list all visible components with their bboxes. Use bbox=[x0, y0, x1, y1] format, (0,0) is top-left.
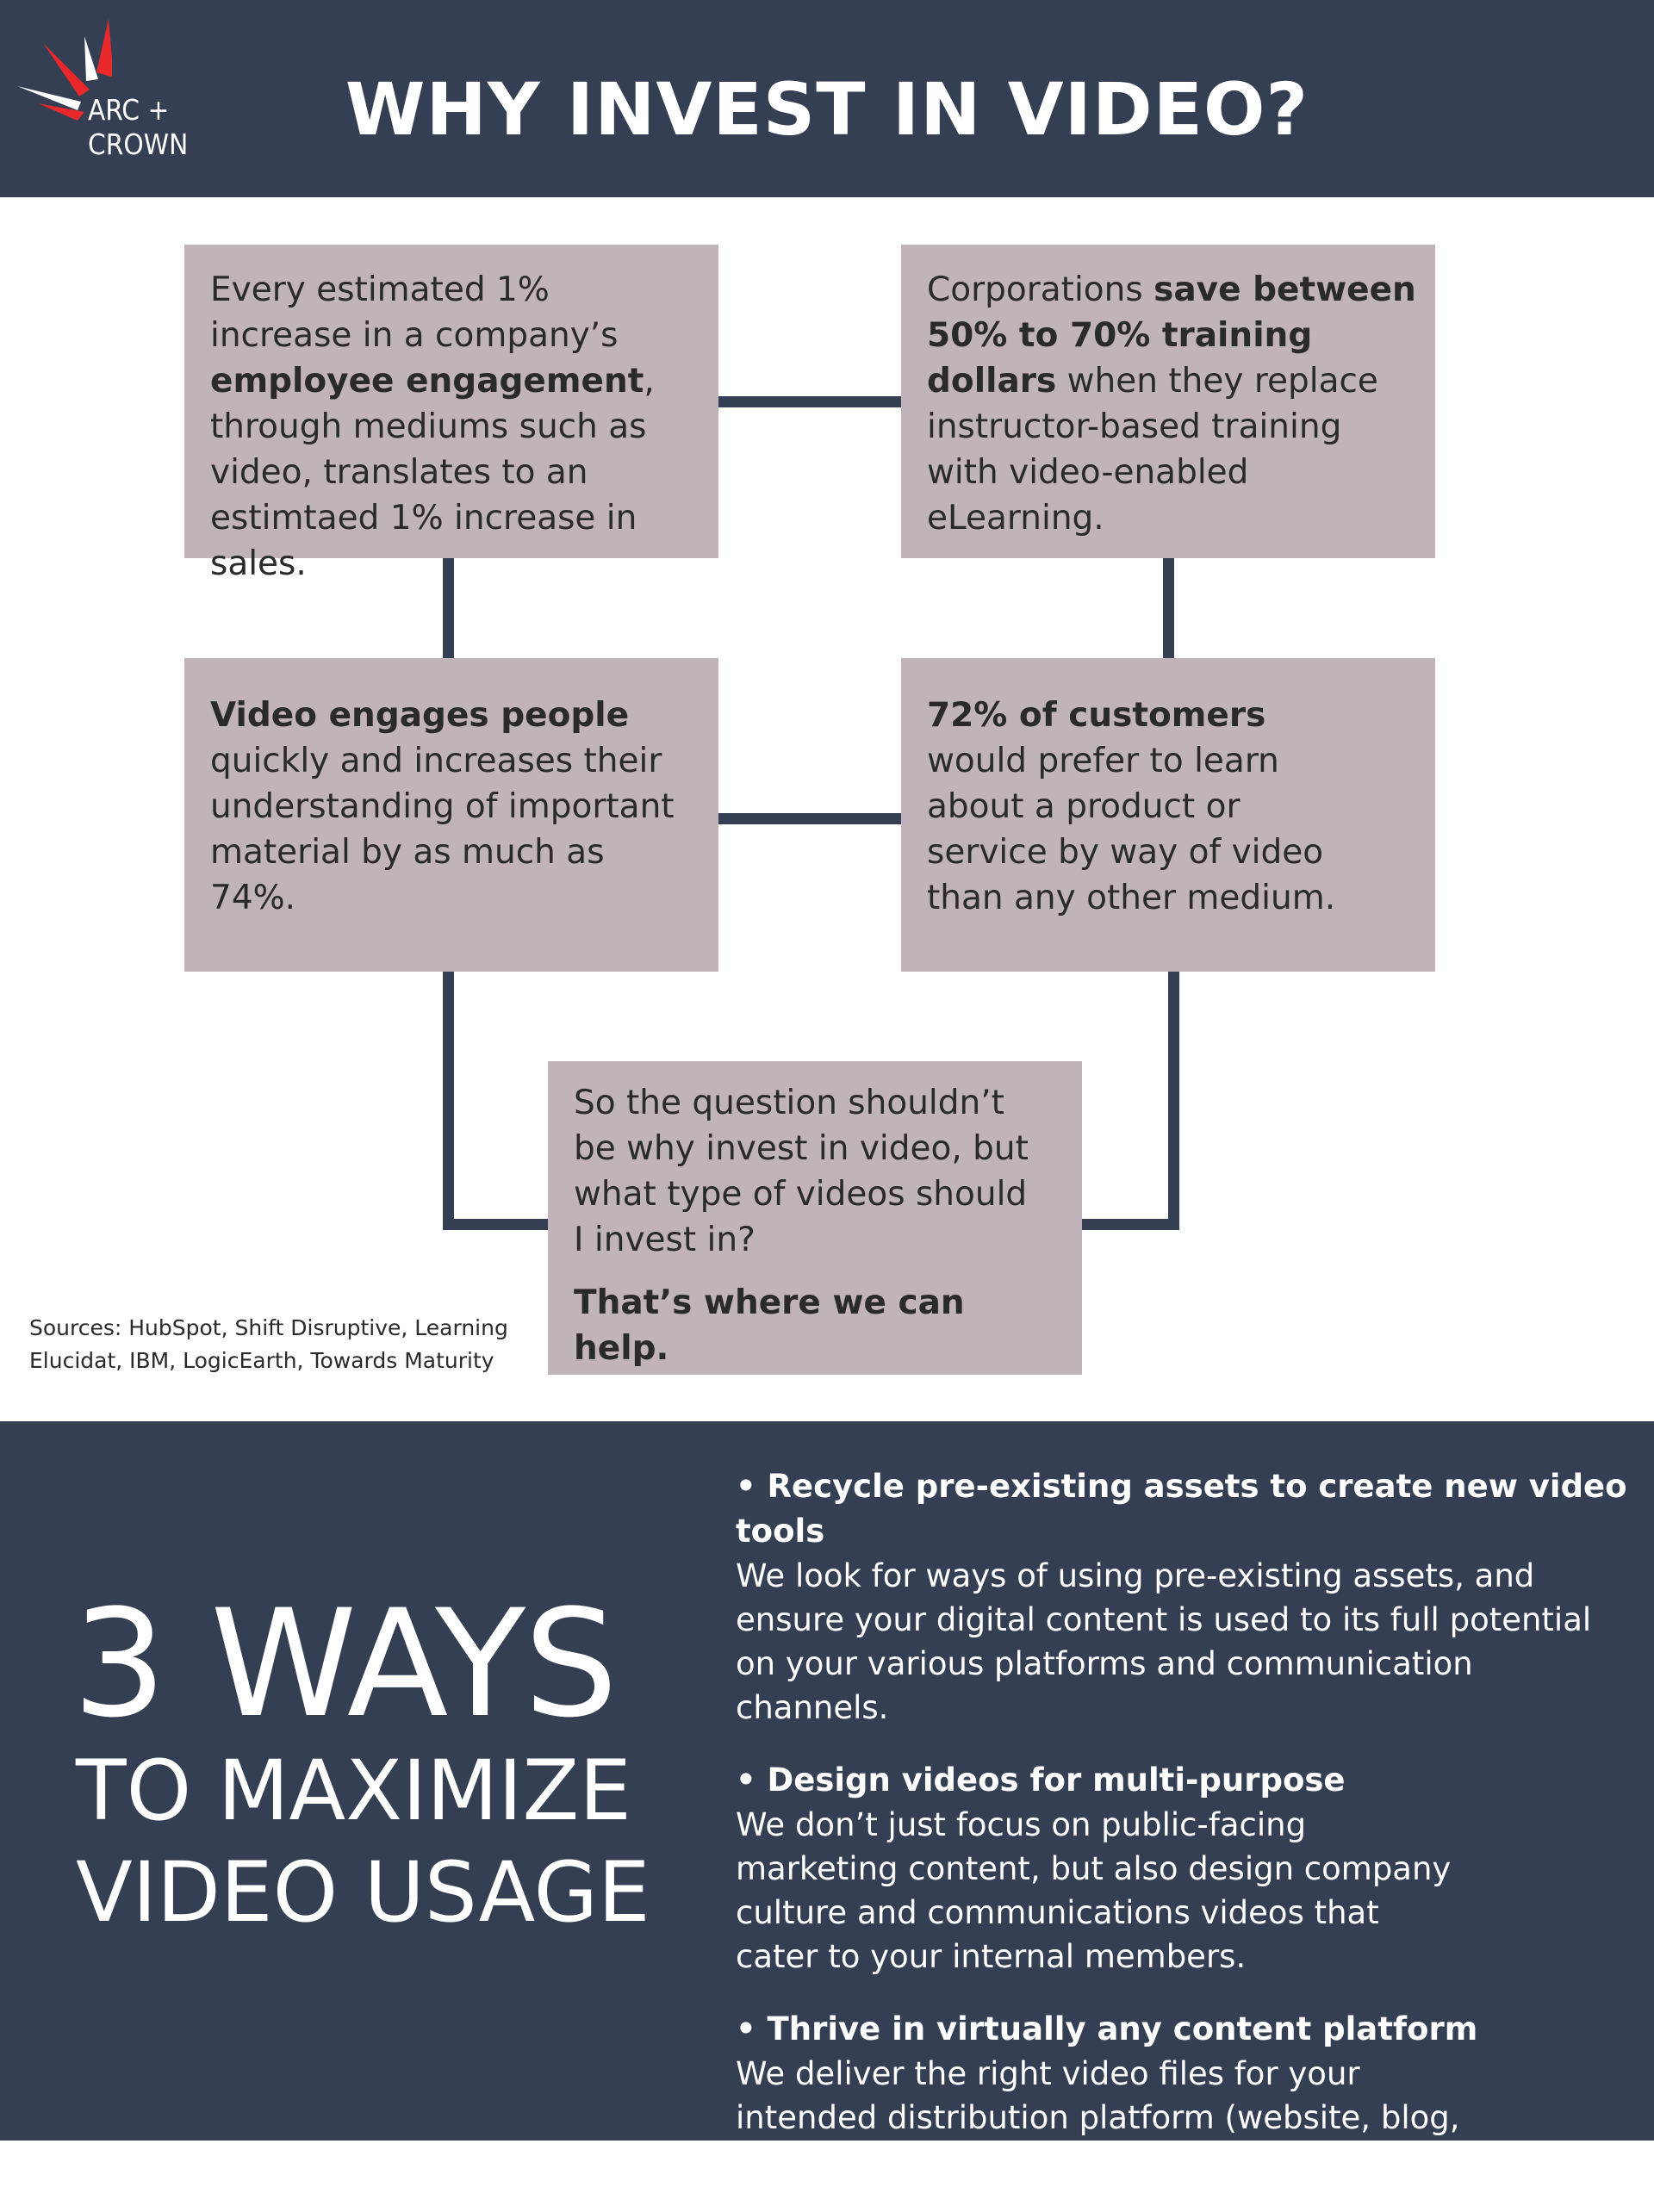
connector-right-lower-vertical bbox=[1168, 972, 1179, 1230]
text-span: , through mediums such as video, transla… bbox=[210, 362, 655, 583]
connector-left-bottom-horizontal bbox=[443, 1219, 550, 1230]
ways-list: • Recycle pre-existing assets to create … bbox=[736, 1464, 1632, 2212]
logo-wordmark: ARC + CROWN bbox=[88, 93, 188, 162]
bold-span: save between 50% to 70% training dollars bbox=[927, 270, 1416, 401]
text-span: would prefer to learn about a product or… bbox=[927, 742, 1336, 917]
fact-text-training-savings: Corporations save between 50% to 70% tra… bbox=[927, 267, 1418, 541]
connector-top-horizontal bbox=[718, 396, 901, 407]
text-span: when they replace instructor-based train… bbox=[927, 362, 1378, 537]
connector-left-upper-vertical bbox=[443, 558, 454, 658]
list-item-heading: • Design videos for multi-purpose bbox=[736, 1762, 1346, 1799]
closing-question: So the question shouldn’t be why invest … bbox=[574, 1084, 1029, 1259]
bold-span: 72% of customers bbox=[927, 696, 1266, 735]
fact-box-training-savings: Corporations save between 50% to 70% tra… bbox=[901, 245, 1435, 558]
closing-box: So the question shouldn’t be why invest … bbox=[548, 1061, 1082, 1375]
connector-mid-horizontal bbox=[718, 813, 901, 824]
ways-heading: 3 WAYS bbox=[72, 1577, 618, 1750]
fact-box-engagement: Every estimated 1% increase in a company… bbox=[184, 245, 718, 583]
ways-subheading-2: VIDEO USAGE bbox=[76, 1844, 650, 1941]
closing-help-text: That’s where we can help. bbox=[574, 1283, 965, 1368]
list-item-body: We look for ways of using pre-existing a… bbox=[736, 1557, 1592, 1726]
text-span: quickly and increases their understandin… bbox=[210, 742, 675, 917]
list-item: • Thrive in virtually any content platfo… bbox=[736, 2007, 1632, 2184]
fact-text-customers: 72% of customers would prefer to learn a… bbox=[927, 693, 1366, 921]
fact-text-understanding: Video engages people quickly and increas… bbox=[210, 693, 693, 921]
logo-burst-icon bbox=[17, 19, 112, 121]
list-item: • Recycle pre-existing assets to create … bbox=[736, 1464, 1632, 1730]
list-item-heading: • Thrive in virtually any content platfo… bbox=[736, 2010, 1478, 2047]
list-item-body: We deliver the right video files for you… bbox=[736, 2055, 1460, 2180]
connector-right-upper-vertical bbox=[1163, 558, 1174, 658]
connector-left-lower-vertical bbox=[443, 972, 454, 1230]
ways-subheading-1: TO MAXIMIZE bbox=[76, 1743, 631, 1839]
connector-right-bottom-horizontal bbox=[1082, 1219, 1179, 1230]
logo-line-2: CROWN bbox=[88, 127, 189, 161]
page-title: WHY INVEST IN VIDEO? bbox=[345, 67, 1309, 152]
text-span: Every estimated 1% increase in a company… bbox=[210, 270, 619, 355]
text-span: Corporations bbox=[927, 270, 1154, 309]
bold-span: Video engages people bbox=[210, 696, 630, 735]
footer-section: 3 WAYS TO MAXIMIZE VIDEO USAGE • Recycle… bbox=[0, 1421, 1654, 2180]
list-item: • Design videos for multi-purpose We don… bbox=[736, 1758, 1632, 1979]
sources-note: Sources: HubSpot, Shift Disruptive, Lear… bbox=[29, 1315, 508, 1373]
fact-box-understanding: Video engages people quickly and increas… bbox=[184, 658, 718, 972]
fact-box-customers: 72% of customers would prefer to learn a… bbox=[901, 658, 1435, 972]
header-banner: ARC + CROWN WHY INVEST IN VIDEO? bbox=[0, 0, 1654, 197]
fact-text-engagement: Every estimated 1% increase in a company… bbox=[210, 267, 684, 587]
arc-crown-logo: ARC + CROWN bbox=[17, 19, 188, 174]
list-item-body: We don’t just focus on public-facing mar… bbox=[736, 1806, 1452, 1975]
logo-line-1: ARC + bbox=[88, 93, 170, 127]
list-item-heading: • Recycle pre-existing assets to create … bbox=[736, 1468, 1627, 1550]
bold-span: employee engagement bbox=[210, 362, 644, 401]
